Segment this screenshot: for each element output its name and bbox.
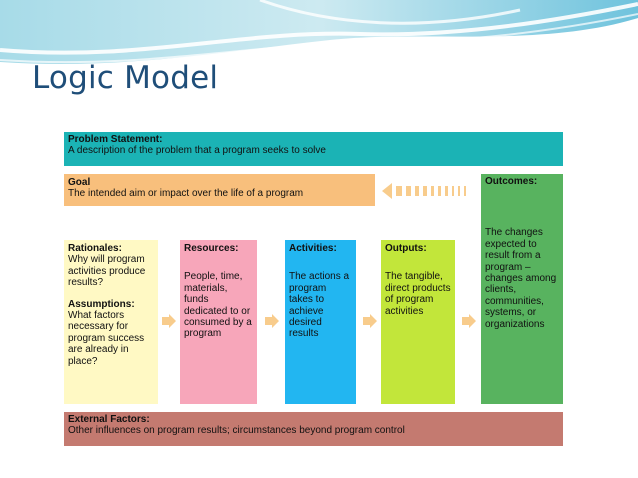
right-arrow-icon <box>265 314 279 328</box>
goal-heading: Goal <box>68 177 91 188</box>
outcomes-heading: Outcomes: <box>485 176 538 187</box>
slide-title: Logic Model <box>32 60 219 96</box>
problem-statement-heading: Problem Statement: <box>68 134 163 145</box>
rationales-text: Why will program activities produce resu… <box>68 254 146 289</box>
right-arrow-icon <box>162 314 176 328</box>
external-factors-box: External Factors: Other influences on pr… <box>64 412 563 446</box>
assumptions-heading: Assumptions: <box>68 298 135 310</box>
outputs-text: The tangible, direct products of program… <box>385 271 451 317</box>
right-arrow-icon <box>462 314 476 328</box>
assumptions-text: What factors necessary for program succe… <box>68 310 145 367</box>
outcomes-text: The changes expected to result from a pr… <box>485 227 557 330</box>
resources-text: People, time, materials, funds dedicated… <box>184 271 252 340</box>
header-wave-decoration <box>0 0 638 64</box>
problem-statement-box: Problem Statement: A description of the … <box>64 132 563 166</box>
activities-heading: Activities: <box>289 243 337 254</box>
external-factors-heading: External Factors: <box>68 414 150 425</box>
goal-text: The intended aim or impact over the life… <box>68 188 304 200</box>
right-arrow-icon <box>363 314 377 328</box>
left-arrow-icon <box>382 183 466 199</box>
rationales-box: Rationales: Why will program activities … <box>64 240 158 404</box>
activities-text: The actions a program takes to achieve d… <box>289 271 350 340</box>
outputs-box: Outputs: The tangible, direct products o… <box>381 240 455 404</box>
problem-statement-text: A description of the problem that a prog… <box>68 145 326 157</box>
resources-box: Resources: People, time, materials, fund… <box>180 240 257 404</box>
resources-heading: Resources: <box>184 243 239 254</box>
outputs-heading: Outputs: <box>385 243 427 254</box>
activities-box: Activities: The actions a program takes … <box>285 240 356 404</box>
rationales-heading: Rationales: <box>68 243 122 254</box>
external-factors-text: Other influences on program results; cir… <box>68 425 405 437</box>
outcomes-box: Outcomes: The changes expected to result… <box>481 174 563 404</box>
goal-box: Goal The intended aim or impact over the… <box>64 174 375 206</box>
